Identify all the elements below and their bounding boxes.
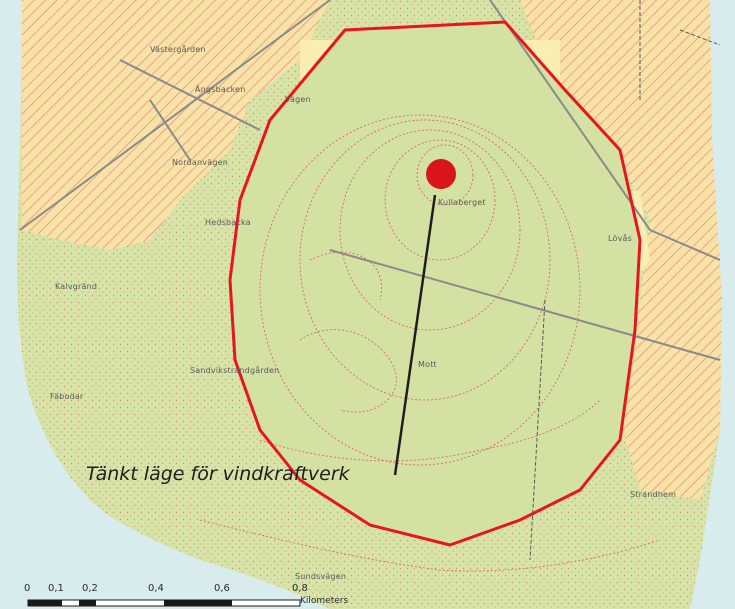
- red-circle-marker-icon: [426, 159, 456, 189]
- place-name: Kalvgränd: [55, 282, 98, 291]
- place-name: Sundsvägen: [295, 572, 347, 581]
- scale-tick-label: 0,6: [214, 583, 230, 594]
- farmland-east: [520, 0, 722, 500]
- place-name: Nordanvägen: [172, 158, 228, 167]
- turbine-callout-label: Tänkt läge för vindkraftverk: [86, 463, 350, 485]
- roads: [19, 0, 721, 361]
- scale-unit-label: Kilometers: [300, 596, 349, 606]
- scale-tick-label: 0,4: [148, 583, 164, 594]
- scale-tick-label: 0,2: [82, 583, 98, 594]
- place-name: Sandvikstrandgården: [190, 366, 280, 375]
- callout-leader-line: [393, 194, 437, 476]
- place-name: Lövås: [608, 234, 633, 243]
- place-name: Vägen: [285, 95, 311, 104]
- place-name: Västergården: [150, 45, 206, 54]
- place-name: Hedsbacka: [205, 218, 251, 227]
- place-name: Ängsbacken: [195, 85, 246, 94]
- scale-tick-label: 0,8: [292, 583, 308, 594]
- inner-area: [230, 22, 640, 545]
- place-name: Strandhem: [630, 490, 677, 499]
- scale-bar: [27, 599, 301, 607]
- project-boundary: [228, 20, 642, 547]
- place-name: Mott: [418, 360, 437, 369]
- place-name: Kullaberget: [438, 198, 486, 207]
- scale-tick-label: 0: [24, 583, 31, 594]
- place-name: Fäbodar: [50, 392, 84, 401]
- minor-roads: [529, 0, 721, 561]
- farmland-west: [22, 0, 330, 250]
- scale-tick-label: 0,1: [48, 583, 64, 594]
- contour-lines: [199, 114, 661, 572]
